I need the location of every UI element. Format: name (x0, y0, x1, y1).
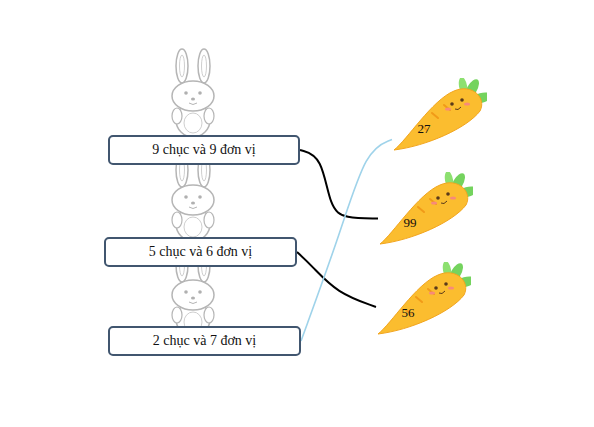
carrot-number: 56 (402, 305, 415, 321)
label-box: 9 chục và 9 đơn vị (108, 135, 300, 165)
carrot-node: 99 (378, 172, 473, 247)
place-value-text: 9 chục và 9 đơn vị (152, 142, 255, 159)
match-line (297, 252, 376, 307)
label-box: 2 chục và 7 đơn vị (108, 326, 301, 356)
carrot-node: 56 (376, 262, 471, 337)
place-value-text: 2 chục và 7 đơn vị (153, 333, 256, 350)
carrot-shape (376, 262, 471, 337)
carrot-number: 99 (404, 215, 417, 231)
label-box: 5 chục và 6 đơn vị (104, 237, 297, 267)
bunny-figure (172, 153, 214, 241)
bunny-figure (172, 49, 214, 137)
carrot-shape (392, 78, 487, 153)
carrot-shape (378, 172, 473, 247)
carrot-node: 27 (392, 78, 487, 153)
match-line (301, 140, 392, 342)
place-value-text: 5 chục và 6 đơn vị (149, 244, 252, 261)
carrot-number: 27 (418, 121, 431, 137)
